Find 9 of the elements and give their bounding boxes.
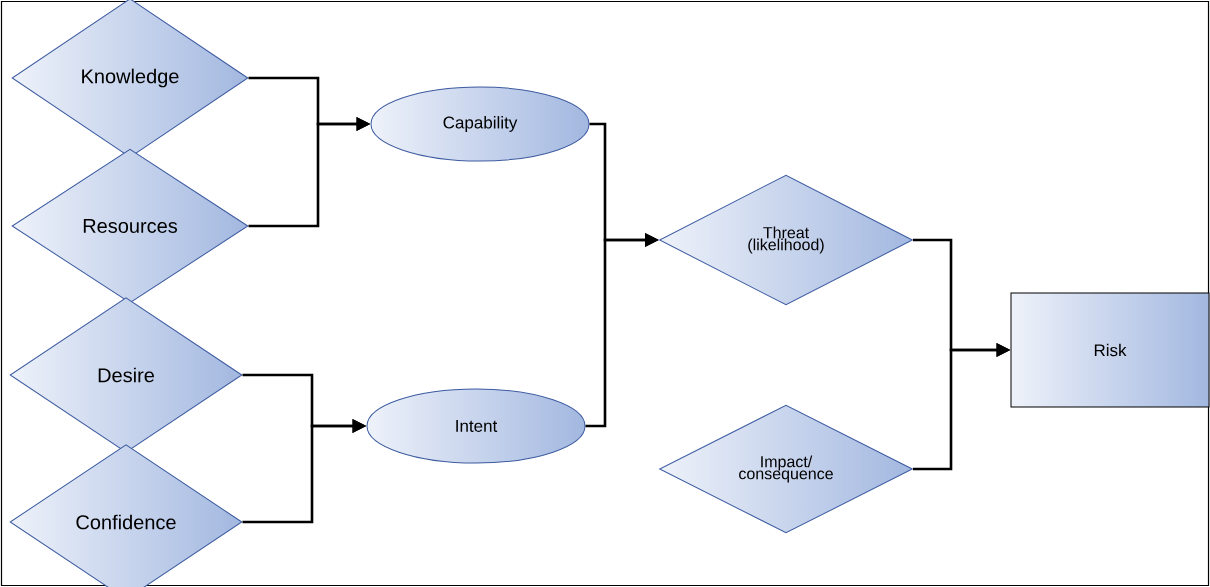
diamond-node: Confidence <box>9 444 243 587</box>
diamond-node: Resources <box>11 148 249 304</box>
diamond-node: Impact/ consequence <box>659 404 913 534</box>
ellipse-node: Capability <box>370 86 590 162</box>
process-box: Risk <box>1010 292 1210 408</box>
ellipse-node: Intent <box>366 388 586 464</box>
diamond-node: Threat (likelihood) <box>659 174 913 306</box>
diamond-node: Knowledge <box>11 0 249 158</box>
diamond-node: Desire <box>9 297 243 453</box>
